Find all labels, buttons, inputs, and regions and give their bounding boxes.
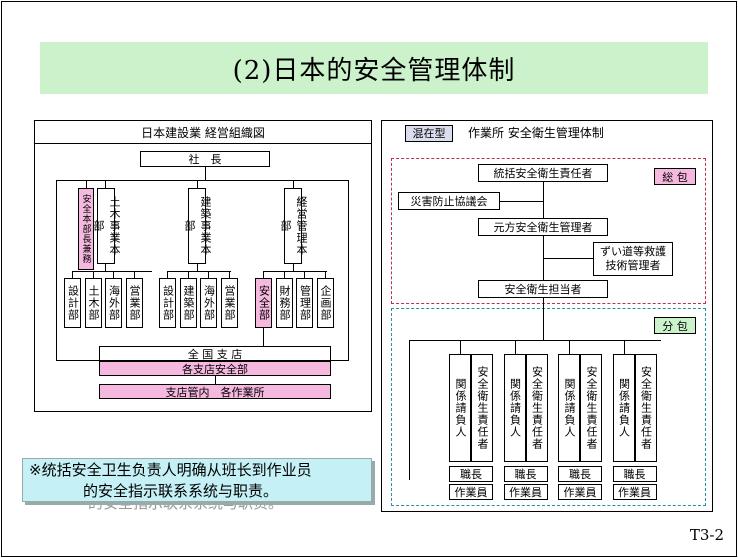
- unit-connector: [569, 340, 570, 354]
- president-box: 社 長: [140, 151, 270, 167]
- subcontractor-area: [391, 308, 706, 506]
- page-number: T3-2: [689, 526, 724, 544]
- unit-connector: [460, 340, 461, 354]
- unit-connector: [623, 340, 625, 354]
- foreman-box-2: 職長: [503, 466, 548, 482]
- mgmt-sub-connector: [263, 271, 264, 278]
- building-sub-4: 営業部: [220, 278, 238, 328]
- officer-box: 安全衛生担当者: [478, 280, 608, 298]
- mgmt-sub-connector: [324, 271, 326, 278]
- management-dept-box: 経営管理本部: [279, 188, 308, 264]
- general-contractor-tag: 総 包: [654, 168, 696, 185]
- worker-box-3: 作業員: [558, 484, 602, 500]
- branch-safety-box: 各支店安全部: [99, 361, 331, 376]
- civil-sub-4: 営業部: [125, 278, 143, 328]
- tech-manager-box: ずい道等救護 技術管理者: [593, 242, 673, 276]
- building-sub-2: 建築部: [179, 278, 197, 328]
- note-box: ※统括安全卫生负责人明确从班长到作业员 的安全指示联系系统与职责。: [22, 458, 372, 502]
- building-sub-connector: [208, 271, 209, 278]
- contractor-box-1: 関係請負人: [449, 354, 471, 462]
- branch-sites-box: 支店管内 各作業所: [99, 384, 331, 399]
- mgmt-sub-connector: [304, 271, 305, 278]
- mgmt-sub-connector: [283, 271, 285, 278]
- safety-hq-box: 安全本部長兼務: [78, 188, 94, 270]
- building-sub-1: 設計部: [159, 278, 176, 328]
- tech-manager-line-2: 技術管理者: [605, 259, 661, 272]
- note-line-2: 的安全指示联系系统与职责。: [83, 482, 279, 500]
- mixed-type-tag: 混在型: [405, 124, 453, 142]
- unit-connector: [514, 340, 516, 354]
- building-sub-connector: [228, 271, 230, 278]
- contractor-box-2: 関係請負人: [503, 354, 526, 462]
- mgmt-sub-3: 管理部: [296, 278, 313, 328]
- building-dept-box: 建築事業本部: [183, 188, 212, 264]
- worker-box-2: 作業員: [503, 484, 548, 500]
- note-line-1: ※统括安全卫生负责人明确从班长到作业员: [29, 461, 312, 479]
- responsible-box-4: 安全衛生責任者: [634, 354, 657, 462]
- responsible-box-3: 安全衛生責任者: [580, 354, 602, 462]
- civil-sub-connector: [113, 271, 114, 278]
- responsible-box-1: 安全衛生責任者: [471, 354, 493, 462]
- civil-sub-3: 海外部: [105, 278, 122, 328]
- slide-title: (2)日本的安全管理体制: [40, 42, 708, 94]
- building-sub-connector: [187, 271, 189, 278]
- responsible-box-2: 安全衛生責任者: [525, 354, 548, 462]
- council-box: 災害防止協議会: [398, 192, 500, 210]
- civil-sub-1: 設計部: [64, 278, 81, 328]
- mgmt-sub-2: 財務部: [275, 278, 293, 328]
- branches-box: 全 国 支 店: [99, 346, 331, 361]
- mgmt-sub-1: 安全部: [255, 278, 272, 328]
- civil-sub-connector: [72, 271, 73, 278]
- contractor-box-4: 関係請負人: [612, 354, 635, 462]
- tech-manager-line-1: ずい道等救護: [600, 245, 666, 258]
- civil-sub-connector: [133, 271, 135, 278]
- site-safety-header: 混在型 作業所 安全衛生管理体制: [382, 121, 712, 143]
- building-sub-connector: [167, 271, 168, 278]
- civil-sub-2: 土木部: [84, 278, 102, 328]
- building-sub-3: 海外部: [200, 278, 217, 328]
- civil-dept-box: 土木事業本部: [92, 188, 121, 264]
- contractor-box-3: 関係請負人: [558, 354, 580, 462]
- site-safety-title: 作業所 安全衛生管理体制: [468, 125, 604, 140]
- foreman-box-1: 職長: [449, 466, 493, 482]
- mgmt-sub-4: 企画部: [316, 278, 334, 328]
- chief-box: 統括安全衛生責任者: [478, 164, 608, 182]
- foreman-box-3: 職長: [558, 466, 602, 482]
- subcontractor-tag: 分 包: [654, 317, 696, 334]
- manager-box: 元方安全衛生管理者: [478, 218, 608, 236]
- worker-box-4: 作業員: [612, 484, 657, 500]
- civil-sub-connector: [92, 271, 94, 278]
- general-contractor-area: [391, 158, 706, 304]
- worker-box-1: 作業員: [449, 484, 493, 500]
- org-chart-header: 日本建設業 経営組織図: [35, 121, 371, 144]
- foreman-box-4: 職長: [612, 466, 657, 482]
